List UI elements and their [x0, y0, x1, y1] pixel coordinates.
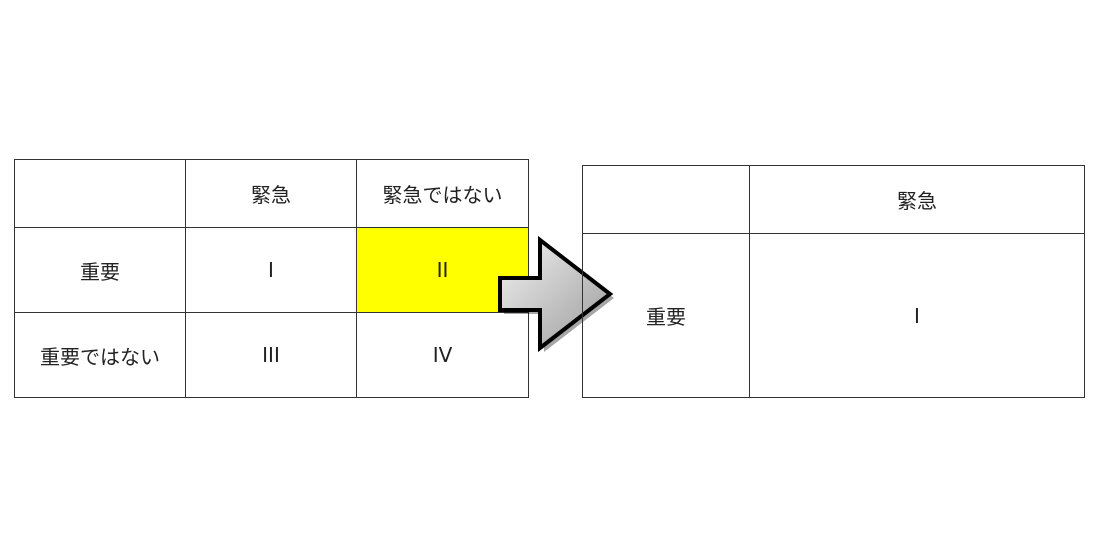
row-label: 重要: [646, 305, 686, 329]
left-row-label-not-important: 重要ではない: [14, 312, 186, 398]
right-quadrant-1-cell: I: [749, 233, 1085, 398]
quadrant-label: IV: [432, 343, 453, 367]
quadrant-label: II: [436, 258, 449, 282]
header-label: 緊急: [897, 189, 937, 213]
row-label: 重要: [80, 259, 120, 284]
header-label: 緊急: [251, 183, 291, 207]
right-header-row: 緊急: [582, 165, 1085, 234]
quadrant-label: I: [268, 258, 274, 282]
right-row-label-important: 重要: [582, 233, 750, 398]
quadrant-label: III: [262, 343, 280, 367]
quadrant-1-cell: I: [185, 227, 357, 313]
left-row-important: 重要 I II: [14, 227, 529, 313]
right-arrow-icon: [498, 235, 614, 353]
left-header-urgent: 緊急: [185, 159, 357, 228]
left-header-not-urgent: 緊急ではない: [356, 159, 529, 228]
quadrant-2-cell-highlighted: II: [356, 227, 529, 313]
left-priority-matrix: 緊急 緊急ではない 重要 I II 重要ではない III IV: [14, 159, 529, 398]
left-header-row: 緊急 緊急ではない: [14, 159, 529, 228]
quadrant-label: I: [914, 303, 920, 328]
header-label: 緊急ではない: [382, 183, 503, 207]
quadrant-4-cell: IV: [356, 312, 529, 398]
right-header-urgent: 緊急: [749, 165, 1085, 234]
right-row-important: 重要 I: [582, 233, 1085, 398]
left-row-label-important: 重要: [14, 227, 186, 313]
quadrant-3-cell: III: [185, 312, 357, 398]
right-priority-matrix: 緊急 重要 I: [582, 165, 1085, 398]
right-corner-cell: [582, 165, 750, 234]
row-label: 重要ではない: [40, 344, 160, 369]
left-corner-cell: [14, 159, 186, 228]
left-row-not-important: 重要ではない III IV: [14, 312, 529, 398]
